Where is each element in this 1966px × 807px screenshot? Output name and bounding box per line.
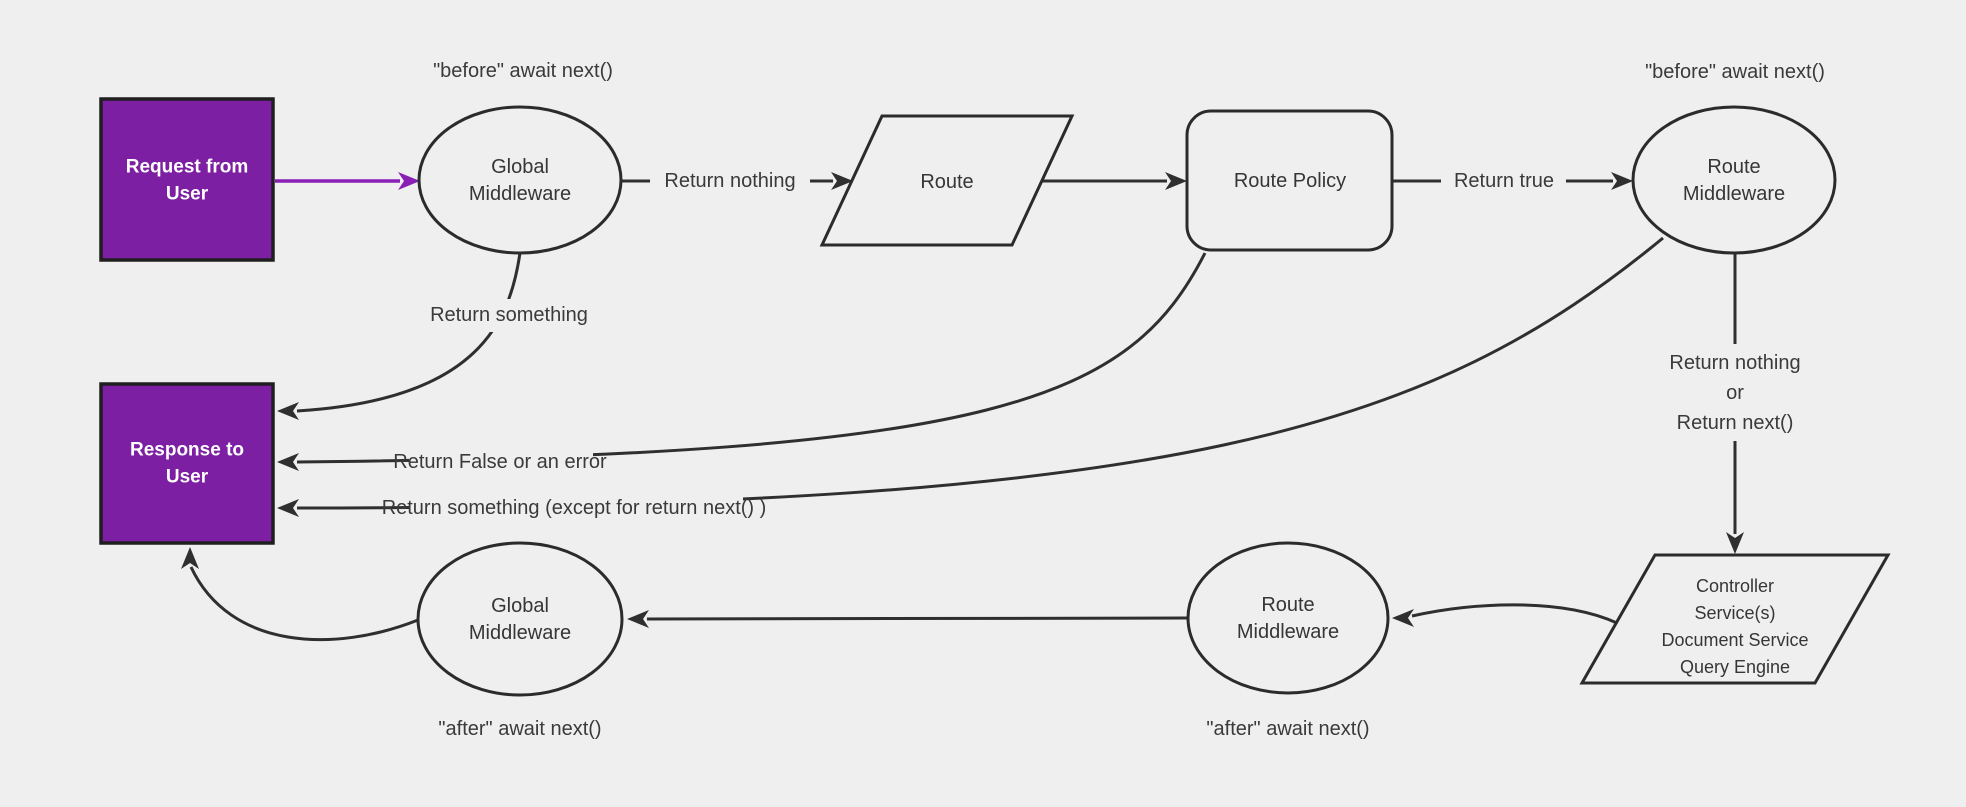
- route-node: Route: [819, 114, 1075, 247]
- edge-global-middleware-return-something: [277, 252, 522, 420]
- node-label-line1: Route: [1707, 156, 1760, 178]
- label-return-something-except: Return something (except for return next…: [382, 497, 767, 519]
- node-label-line2: Middleware: [469, 183, 571, 205]
- edge-line: [189, 566, 419, 642]
- edge-route-policy-to-route-middleware: [1392, 172, 1633, 190]
- backend-services-node: Controller Service(s) Document Service Q…: [1579, 553, 1891, 685]
- node-label-line4: Query Engine: [1680, 657, 1790, 677]
- ellipse-shape: [416, 541, 624, 697]
- edge-global-middleware-to-route: [622, 172, 853, 190]
- edge-backend-to-route-middleware-bottom: [1392, 603, 1618, 627]
- request-from-user-node: Request from User: [99, 97, 275, 262]
- edge-request-to-global-middleware: [275, 172, 420, 190]
- edge-line: [1411, 603, 1618, 625]
- request-box-shape: [99, 97, 275, 262]
- arrowhead-up-icon: [181, 547, 199, 569]
- arrowhead-down-icon: [1726, 532, 1744, 554]
- ellipse-shape: [1186, 541, 1390, 695]
- label-return-nothing: Return nothing: [664, 170, 795, 192]
- edge-route-middleware-to-global-middleware: [627, 610, 1188, 628]
- edge-route-middleware-to-backend: [1726, 253, 1744, 554]
- node-label-line3: Document Service: [1661, 630, 1808, 650]
- node-label-line1: Controller: [1696, 576, 1774, 596]
- response-to-user-node: Response to User: [99, 382, 275, 545]
- route-middleware-bottom-node: Route Middleware: [1186, 541, 1390, 695]
- label-return-false: Return False or an error: [393, 451, 607, 473]
- global-middleware-top-node: Global Middleware: [417, 105, 623, 255]
- edge-labels: "before" await next() "before" await nex…: [382, 60, 1825, 740]
- node-label-line2: Service(s): [1694, 603, 1775, 623]
- route-middleware-top-node: Route Middleware: [1631, 105, 1837, 255]
- edge-global-middleware-to-response: [181, 547, 419, 642]
- arrowhead-left-icon: [277, 499, 299, 517]
- node-label-line2: Middleware: [469, 622, 571, 644]
- edge-line: [296, 252, 522, 413]
- arrowhead-right-icon: [398, 172, 420, 190]
- label-return-nothing-or-line2: or: [1726, 382, 1744, 404]
- arrowhead-left-icon: [1392, 609, 1414, 627]
- response-box-label-line1: Response to: [130, 440, 244, 461]
- edge-label-backgrounds: [409, 299, 743, 525]
- response-box-shape: [99, 382, 275, 545]
- arrowhead-left-icon: [277, 453, 299, 471]
- nodes: Request from User Global Middleware Rout…: [99, 97, 1891, 697]
- node-label-line1: Global: [491, 156, 549, 178]
- label-bg: [414, 299, 604, 332]
- arrowhead-left-icon: [277, 402, 299, 420]
- arrowhead-right-icon: [831, 172, 853, 190]
- edge-line: [296, 252, 1207, 464]
- request-box-label-line1: Request from: [126, 157, 248, 178]
- rounded-rect-shape: [1185, 109, 1394, 252]
- label-after-await-left: "after" await next(): [438, 718, 601, 740]
- request-box-label-line2: User: [166, 184, 209, 205]
- edge-route-to-route-policy: [1042, 172, 1187, 190]
- edge-line: [646, 616, 1188, 621]
- label-bg: [409, 445, 593, 479]
- label-after-await-right: "after" await next(): [1206, 718, 1369, 740]
- node-label-line2: Middleware: [1683, 183, 1785, 205]
- label-return-nothing-or-line3: Return next(): [1677, 412, 1794, 434]
- label-before-await-left: "before" await next(): [433, 60, 613, 82]
- ellipse-shape: [1631, 105, 1837, 255]
- label-return-something: Return something: [430, 304, 588, 326]
- label-return-nothing-or-line1: Return nothing: [1669, 352, 1800, 374]
- label-return-true: Return true: [1454, 170, 1554, 192]
- node-label: Route Policy: [1234, 170, 1346, 192]
- node-label-line1: Global: [491, 595, 549, 617]
- parallelogram-shape: [1579, 553, 1891, 685]
- parallelogram-shape: [819, 114, 1075, 247]
- node-label-line1: Route: [1261, 594, 1314, 616]
- route-policy-node: Route Policy: [1185, 109, 1394, 252]
- arrowhead-right-icon: [1611, 172, 1633, 190]
- label-before-await-right: "before" await next(): [1645, 61, 1825, 83]
- node-label-line2: Middleware: [1237, 621, 1339, 643]
- global-middleware-bottom-node: Global Middleware: [416, 541, 624, 697]
- arrowhead-left-icon: [627, 610, 649, 628]
- label-bg: [409, 491, 743, 525]
- edge-route-policy-return-false: [277, 252, 1207, 471]
- node-label: Route: [920, 171, 973, 193]
- ellipse-shape: [417, 105, 623, 255]
- response-box-label-line2: User: [166, 467, 209, 488]
- arrowhead-right-icon: [1165, 172, 1187, 190]
